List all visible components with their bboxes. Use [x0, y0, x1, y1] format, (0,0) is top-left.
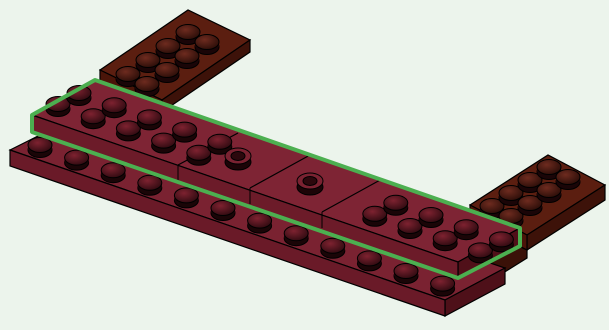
stud: [152, 133, 176, 153]
stud: [173, 122, 197, 142]
stud: [175, 49, 199, 69]
stud: [394, 264, 418, 284]
stud: [211, 201, 235, 221]
stud: [363, 206, 387, 226]
stud: [357, 251, 381, 271]
stud: [489, 232, 513, 252]
stud: [454, 220, 478, 240]
stud: [101, 163, 125, 183]
stud: [137, 110, 161, 130]
stud: [398, 219, 422, 239]
stud: [116, 121, 140, 141]
stud: [28, 138, 52, 158]
stud: [248, 213, 272, 233]
jumper-tile-2: [297, 173, 323, 195]
stud: [174, 188, 198, 208]
stud: [65, 150, 89, 170]
stud: [433, 231, 457, 251]
stud: [138, 175, 162, 195]
jumper-tile-1: [225, 148, 251, 170]
stud: [321, 238, 345, 258]
stud: [419, 208, 443, 228]
stud: [187, 145, 211, 165]
stud: [155, 63, 179, 83]
stud: [81, 109, 105, 129]
stud: [284, 226, 308, 246]
stud: [556, 170, 580, 190]
stud: [431, 276, 455, 296]
stud: [195, 35, 219, 55]
stud: [384, 195, 408, 215]
stud: [102, 98, 126, 118]
